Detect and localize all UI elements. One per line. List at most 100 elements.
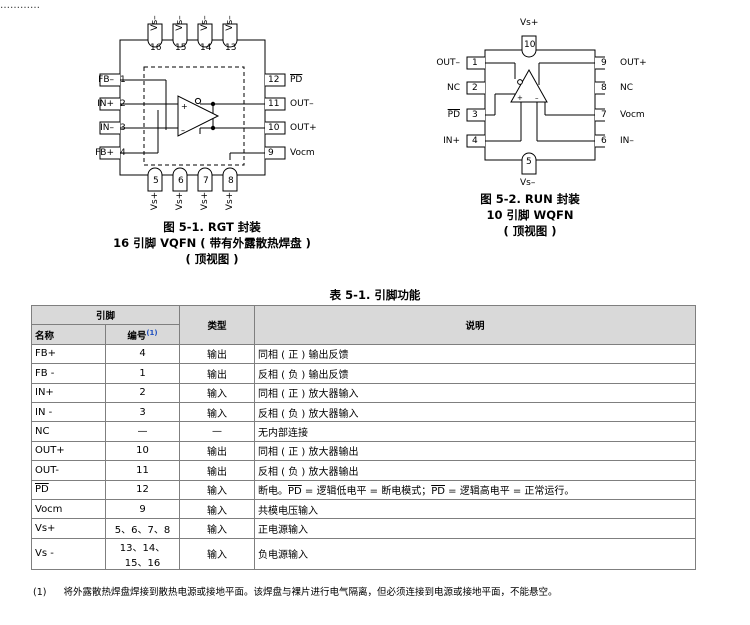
pin-type-cell: 输出 bbox=[179, 343, 255, 365]
rgt-pin-16-num: 16 bbox=[150, 43, 162, 53]
pin-type-cell: 输入 bbox=[179, 498, 255, 520]
pin-name-cell: PD bbox=[31, 479, 106, 500]
run-pin-6-num: 6 bbox=[601, 136, 607, 146]
pin-name-cell: IN - bbox=[31, 401, 106, 423]
rgt-pin-4-num: 4 bbox=[120, 148, 126, 158]
run-pin-10-label: Vs+ bbox=[520, 18, 539, 28]
pin-desc-cell: 共模电压输入 bbox=[254, 498, 696, 520]
pin-type-cell: 输入 bbox=[179, 479, 255, 500]
pin-type-cell: 输入 bbox=[179, 518, 255, 539]
rgt-pin-7-num: 7 bbox=[203, 176, 209, 186]
col-num-text: 编号 bbox=[127, 330, 147, 342]
pin-desc-cell: 无内部连接 bbox=[254, 421, 696, 442]
rgt-pin-10-num: 10 bbox=[268, 123, 280, 133]
rgt-pin-5-num: 5 bbox=[153, 176, 159, 186]
rgt-pin-3-label: IN– bbox=[100, 123, 114, 133]
pin-desc-cell: 同相 ( 正 ) 放大器输入 bbox=[254, 382, 696, 403]
table-title: 表 5-1. 引脚功能 bbox=[329, 288, 421, 302]
run-pin-8-num: 8 bbox=[601, 83, 607, 93]
rgt-pin-12-label: PD bbox=[290, 75, 303, 85]
pin-name-cell: OUT+ bbox=[31, 440, 106, 462]
pin-name-cell: OUT- bbox=[31, 460, 106, 481]
rgt-pin-1-num: 1 bbox=[120, 75, 126, 85]
rgt-pin-13-num: 13 bbox=[225, 43, 237, 53]
pin-type-cell: — bbox=[179, 421, 255, 442]
pin-name-cell: FB+ bbox=[31, 343, 106, 365]
pin-name-cell: Vs - bbox=[31, 537, 106, 570]
run-pin-9-label: OUT+ bbox=[620, 58, 647, 68]
pin-number-cell: 11 bbox=[105, 460, 180, 481]
rgt-pin-16-label: Vs– bbox=[150, 15, 160, 31]
rgt-pin-3-num: 3 bbox=[120, 123, 126, 133]
rgt-caption-line-2: 16 引脚 VQFN ( 带有外露散热焊盘 ) bbox=[113, 236, 311, 250]
rgt-pin-9-num: 9 bbox=[268, 148, 274, 158]
rgt-pin-2-num: 2 bbox=[120, 99, 126, 109]
group-header: 引脚 bbox=[31, 304, 180, 326]
pin-desc-cell: 反相 ( 负 ) 放大器输入 bbox=[254, 401, 696, 423]
footnote: (1) 将外露散热焊盘焊接到散热电源或接地平面。该焊盘与裸片进行电气隔离，但必须… bbox=[33, 584, 558, 598]
rgt-pin-6-num: 6 bbox=[178, 176, 184, 186]
desc-part: 断电。 bbox=[258, 486, 288, 498]
rgt-caption: 图 5-1. RGT 封装 16 引脚 VQFN ( 带有外露散热焊盘 ) ( … bbox=[62, 219, 362, 267]
rgt-pin-14-label: Vs– bbox=[200, 15, 210, 31]
pin-number-cell: 4 bbox=[105, 343, 180, 365]
pin-name-cell: Vs+ bbox=[31, 518, 106, 539]
pin-desc-cell: 负电源输入 bbox=[254, 537, 696, 570]
col-num-header: 编号(1) bbox=[105, 324, 180, 345]
pin-name-cell: Vocm bbox=[31, 498, 106, 520]
rgt-pin-2-label: IN+ bbox=[97, 99, 114, 109]
pin-desc-cell: 同相 ( 正 ) 放大器输出 bbox=[254, 440, 696, 462]
desc-part: PD bbox=[431, 486, 445, 498]
run-pin-7-num: 7 bbox=[601, 110, 607, 120]
table-row: NC——无内部连接 bbox=[31, 421, 696, 442]
pin-type-cell: 输入 bbox=[179, 401, 255, 423]
run-pin-5-num: 5 bbox=[526, 157, 532, 167]
pin-type-cell: 输出 bbox=[179, 363, 255, 384]
run-pin-10-num: 10 bbox=[524, 40, 536, 50]
pin-type-cell: 输入 bbox=[179, 382, 255, 403]
pin-number-cell: 1 bbox=[105, 363, 180, 384]
pin-number-cell: 13、14、15、16 bbox=[105, 537, 180, 570]
rgt-pin-11-num: 11 bbox=[268, 99, 280, 109]
run-pin-9-num: 9 bbox=[601, 58, 607, 68]
svg-text:–: – bbox=[181, 126, 185, 135]
run-pin-4-label: IN+ bbox=[443, 136, 460, 146]
run-pin-6-label: IN– bbox=[620, 136, 634, 146]
col-name-header: 名称 bbox=[31, 324, 106, 345]
rgt-pin-14-num: 14 bbox=[200, 43, 212, 53]
desc-part: = 逻辑低电平 = 断电模式； bbox=[301, 486, 432, 498]
pin-number-cell: 3 bbox=[105, 401, 180, 423]
rgt-pin-6-label: Vs+ bbox=[175, 191, 185, 211]
footnote-mark: (1) bbox=[33, 587, 47, 598]
run-pin-5-label: Vs– bbox=[520, 178, 536, 188]
footnote-text: 将外露散热焊盘焊接到散热电源或接地平面。该焊盘与裸片进行电气隔离，但必须连接到电… bbox=[63, 587, 558, 598]
col-type-header: 类型 bbox=[179, 305, 255, 345]
run-caption-line-1: 图 5-2. RUN 封装 bbox=[480, 192, 580, 206]
svg-text:–: – bbox=[535, 94, 539, 102]
pin-number-cell: 9 bbox=[105, 498, 180, 520]
rgt-pin-11-label: OUT– bbox=[290, 99, 314, 109]
rgt-pin-8-label: Vs+ bbox=[225, 191, 235, 211]
rgt-package-diagram: + – bbox=[99, 23, 286, 192]
run-pin-2-label: NC bbox=[446, 83, 460, 93]
pin-type-cell: 输出 bbox=[179, 460, 255, 481]
footnote-link[interactable]: (1) bbox=[146, 328, 158, 337]
run-pin-1-label: OUT– bbox=[436, 58, 460, 68]
desc-part: = 逻辑高电平 = 正常运行。 bbox=[444, 486, 575, 498]
col-desc-header: 说明 bbox=[254, 305, 696, 345]
pin-type-cell: 输入 bbox=[179, 537, 255, 570]
svg-text:+: + bbox=[517, 94, 523, 102]
run-pin-2-num: 2 bbox=[472, 83, 478, 93]
rgt-pin-15-label: Vs– bbox=[175, 15, 185, 31]
pin-desc-cell: 断电。PD = 逻辑低电平 = 断电模式；PD = 逻辑高电平 = 正常运行。 bbox=[254, 479, 696, 500]
pin-desc-cell: 反相 ( 负 ) 放大器输出 bbox=[254, 460, 696, 481]
